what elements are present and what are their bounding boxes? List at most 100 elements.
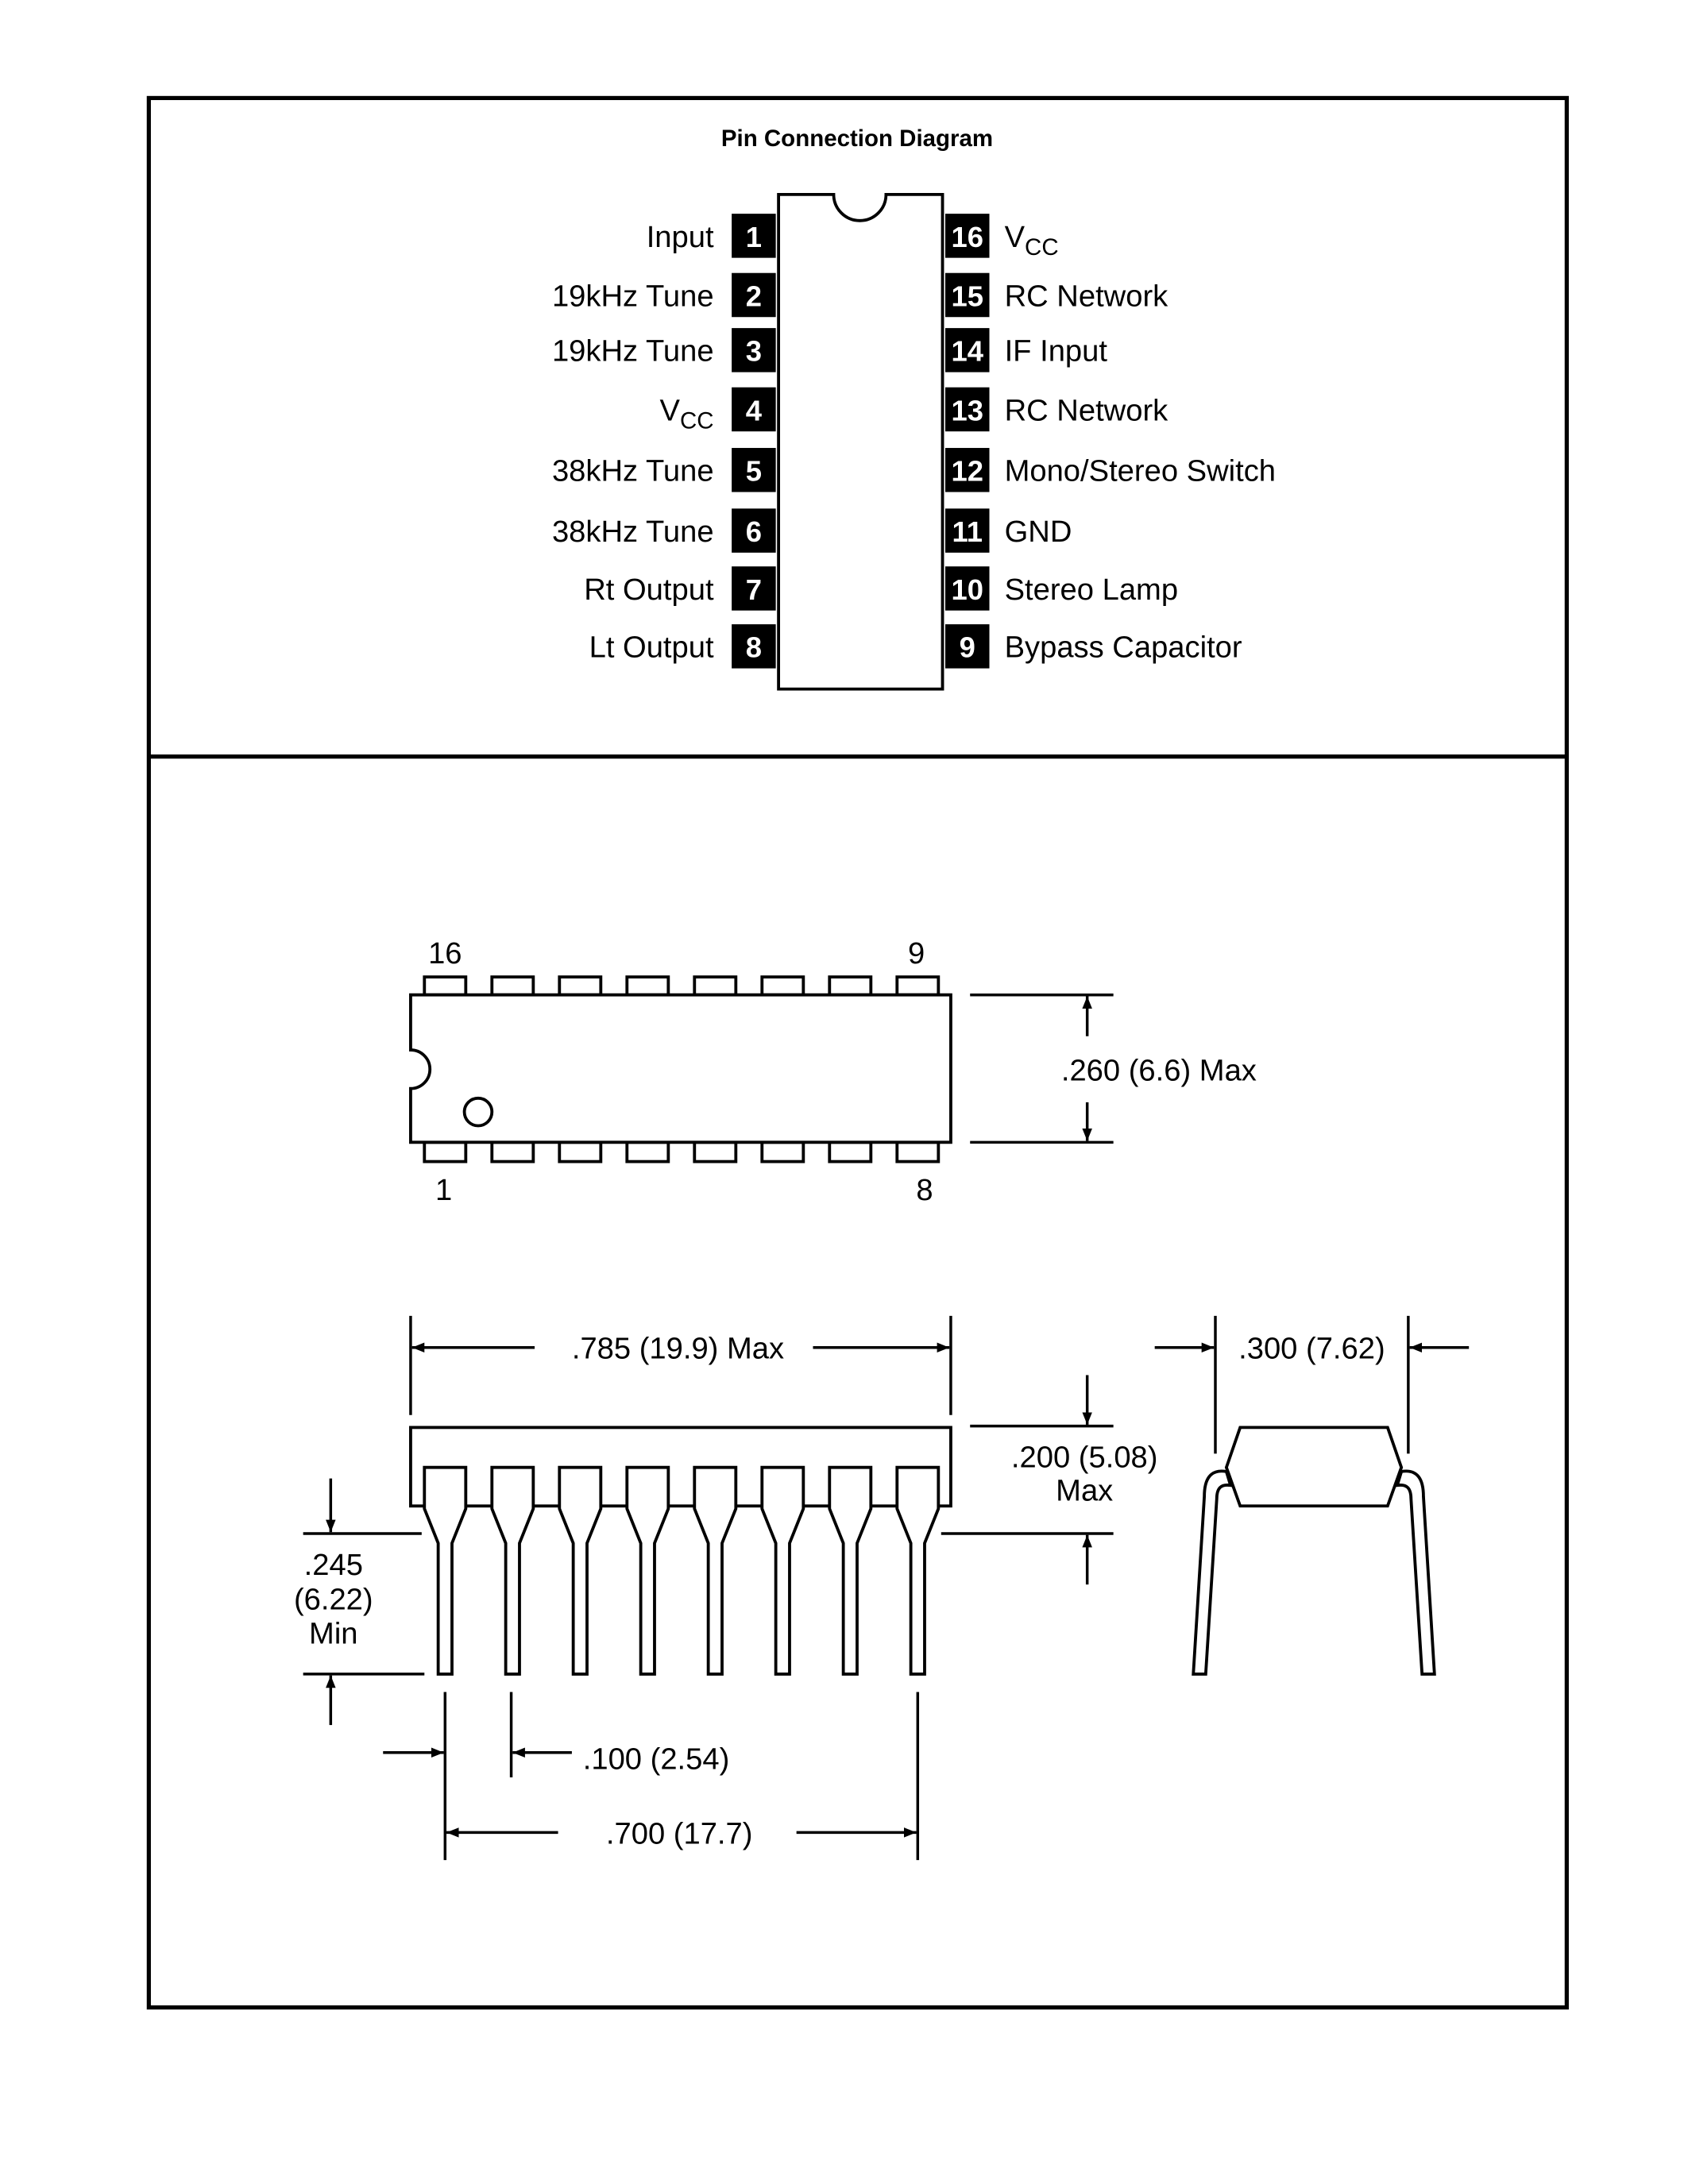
pin-number-box: [732, 272, 776, 318]
pin-number: 4: [746, 394, 763, 426]
pinout-chip: [777, 192, 944, 691]
dim-height-value: .200 (5.08): [1011, 1441, 1158, 1475]
pin-label: VCC: [1005, 220, 1059, 260]
pin-number-box: [732, 566, 776, 611]
label-pin-9: 9: [908, 936, 925, 970]
pin-label: Lt Output: [589, 631, 714, 665]
pin-number: 7: [746, 573, 762, 606]
label-pin-1: 1: [435, 1173, 452, 1207]
pin-label: 19kHz Tune: [552, 279, 714, 313]
bottom-lead: [760, 1140, 805, 1163]
pin-number: 11: [952, 515, 983, 548]
bottom-lead: [895, 1140, 941, 1163]
pin-number-box: [732, 214, 776, 258]
pin-label: Stereo Lamp: [1005, 573, 1178, 607]
top-lead: [625, 975, 670, 997]
pin-label: VCC: [660, 393, 714, 434]
outer-frame: [146, 95, 1569, 2010]
dim-span: .700 (17.7): [606, 1816, 753, 1850]
side-lead: [625, 1465, 670, 1676]
pin-number: 6: [746, 515, 762, 548]
dim-pitch: .100 (2.54): [583, 1742, 730, 1777]
pin-label: RC Network: [1005, 393, 1169, 427]
pin-label: 38kHz Tune: [552, 515, 714, 549]
pin-label: Bypass Capacitor: [1005, 631, 1242, 665]
pin-number-box: [945, 328, 990, 372]
pin-label: Mono/Stereo Switch: [1005, 454, 1276, 488]
pin-8: 8 Lt Output: [589, 624, 776, 669]
pin-number: 3: [746, 335, 762, 368]
pin-number: 15: [952, 280, 984, 312]
dim-row-spacing: .300 (7.62): [1238, 1332, 1385, 1366]
dim-width: .260 (6.6) Max: [1061, 1053, 1257, 1087]
top-lead: [558, 975, 603, 997]
bottom-lead: [490, 1140, 535, 1163]
pin-number: 14: [952, 335, 984, 368]
package-side-view: .785 (19.9) Max .200 (5.08) Max .245 (6.…: [294, 1315, 1158, 1861]
pin-number: 2: [746, 280, 762, 312]
top-lead: [828, 975, 873, 997]
side-lead: [423, 1465, 468, 1676]
side-lead: [895, 1465, 941, 1676]
pin-number-box: [732, 448, 776, 492]
top-lead: [895, 975, 941, 997]
pin-7: 7Rt Output: [584, 566, 776, 611]
pin-12: 12 Mono/Stereo Switch: [945, 448, 1276, 492]
dim-height-qualifier: Max: [1056, 1473, 1113, 1507]
pin-2: 2 19kHz Tune: [552, 272, 776, 318]
top-lead: [693, 975, 738, 997]
pin-number-box: [732, 387, 776, 432]
pin-number: 10: [952, 573, 984, 606]
top-lead: [760, 975, 805, 997]
side-lead: [693, 1465, 738, 1676]
pin-11: 11 GND: [945, 508, 1072, 553]
pin-number-box: [945, 508, 990, 553]
pin-number: 5: [746, 455, 762, 488]
side-lead: [490, 1465, 535, 1676]
pin-number-box: [945, 566, 990, 611]
pin-number-box: [732, 328, 776, 372]
pin-number: 12: [952, 455, 984, 488]
pin-13: 13 RC Network: [945, 387, 1169, 432]
pin-10: 10 Stereo Lamp: [945, 566, 1178, 611]
label-pin-16: 16: [428, 936, 462, 970]
pin-label: IF Input: [1005, 334, 1108, 369]
label-pin-8: 8: [916, 1173, 933, 1207]
pin-4: 4 VCC: [660, 387, 776, 434]
pin-label: RC Network: [1005, 279, 1169, 313]
pin-1: 1 Input: [647, 214, 776, 258]
pin-number-box: [945, 624, 990, 669]
pin-number: 13: [952, 394, 984, 426]
pin-label: GND: [1005, 515, 1072, 549]
side-lead: [558, 1465, 603, 1676]
dim-lead-qualifier: Min: [309, 1617, 357, 1651]
package-top-view: 16 9 1 8 .260 (6.6) Max: [409, 936, 1257, 1207]
pin-6: 6 38kHz Tune: [552, 508, 776, 553]
bottom-lead: [693, 1140, 738, 1163]
dim-length: .785 (19.9) Max: [572, 1332, 784, 1366]
pin-number: 1: [746, 221, 762, 253]
pin-number-box: [945, 387, 990, 432]
pin-label: 38kHz Tune: [552, 454, 714, 488]
package-end-view: .300 (7.62): [1154, 1315, 1470, 1676]
diagram-title: Pin Connection Diagram: [721, 125, 993, 152]
pin-number-box: [945, 448, 990, 492]
bottom-lead: [828, 1140, 873, 1163]
pin-number-box: [732, 624, 776, 669]
pin-15: 15 RC Network: [945, 272, 1169, 318]
pin-label: 19kHz Tune: [552, 334, 714, 369]
pin-5: 5 38kHz Tune: [552, 448, 776, 492]
pin-label: Input: [647, 220, 714, 254]
pin-number: 8: [746, 631, 762, 664]
pin-3: 3 19kHz Tune: [552, 328, 776, 372]
bottom-lead: [558, 1140, 603, 1163]
side-lead: [760, 1465, 805, 1676]
bottom-lead: [423, 1140, 468, 1163]
pin1-indicator: [462, 1096, 494, 1128]
dim-lead-inch: .245: [304, 1548, 363, 1582]
top-lead: [423, 975, 468, 997]
